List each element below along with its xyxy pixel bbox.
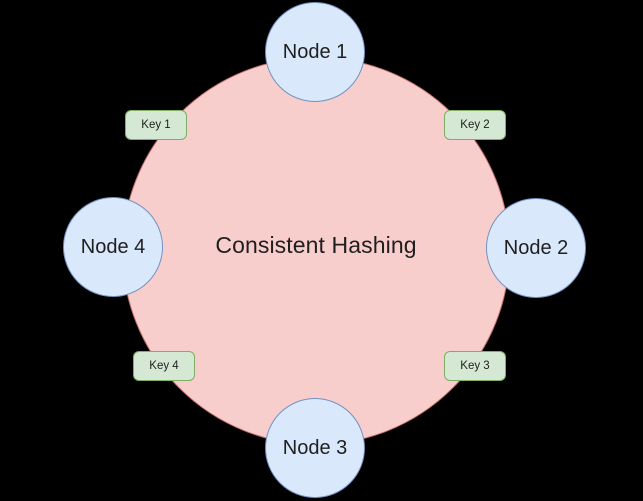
node-3-label: Node 3 (282, 436, 348, 459)
key-3-label: Key 3 (460, 360, 490, 372)
node-2[interactable]: Node 2 (486, 198, 586, 298)
key-2[interactable]: Key 2 (444, 110, 506, 140)
node-3[interactable]: Node 3 (265, 398, 365, 498)
key-1-label: Key 1 (141, 119, 171, 131)
node-1[interactable]: Node 1 (265, 2, 365, 102)
key-4-label: Key 4 (149, 360, 179, 372)
key-3[interactable]: Key 3 (444, 351, 506, 381)
node-1-label: Node 1 (282, 40, 348, 63)
node-4[interactable]: Node 4 (63, 197, 163, 297)
node-2-label: Node 2 (503, 236, 569, 259)
key-2-label: Key 2 (460, 119, 490, 131)
hash-ring-label: Consistent Hashing (215, 232, 417, 258)
key-4[interactable]: Key 4 (133, 351, 195, 381)
key-1[interactable]: Key 1 (125, 110, 187, 140)
node-4-label: Node 4 (80, 235, 146, 258)
